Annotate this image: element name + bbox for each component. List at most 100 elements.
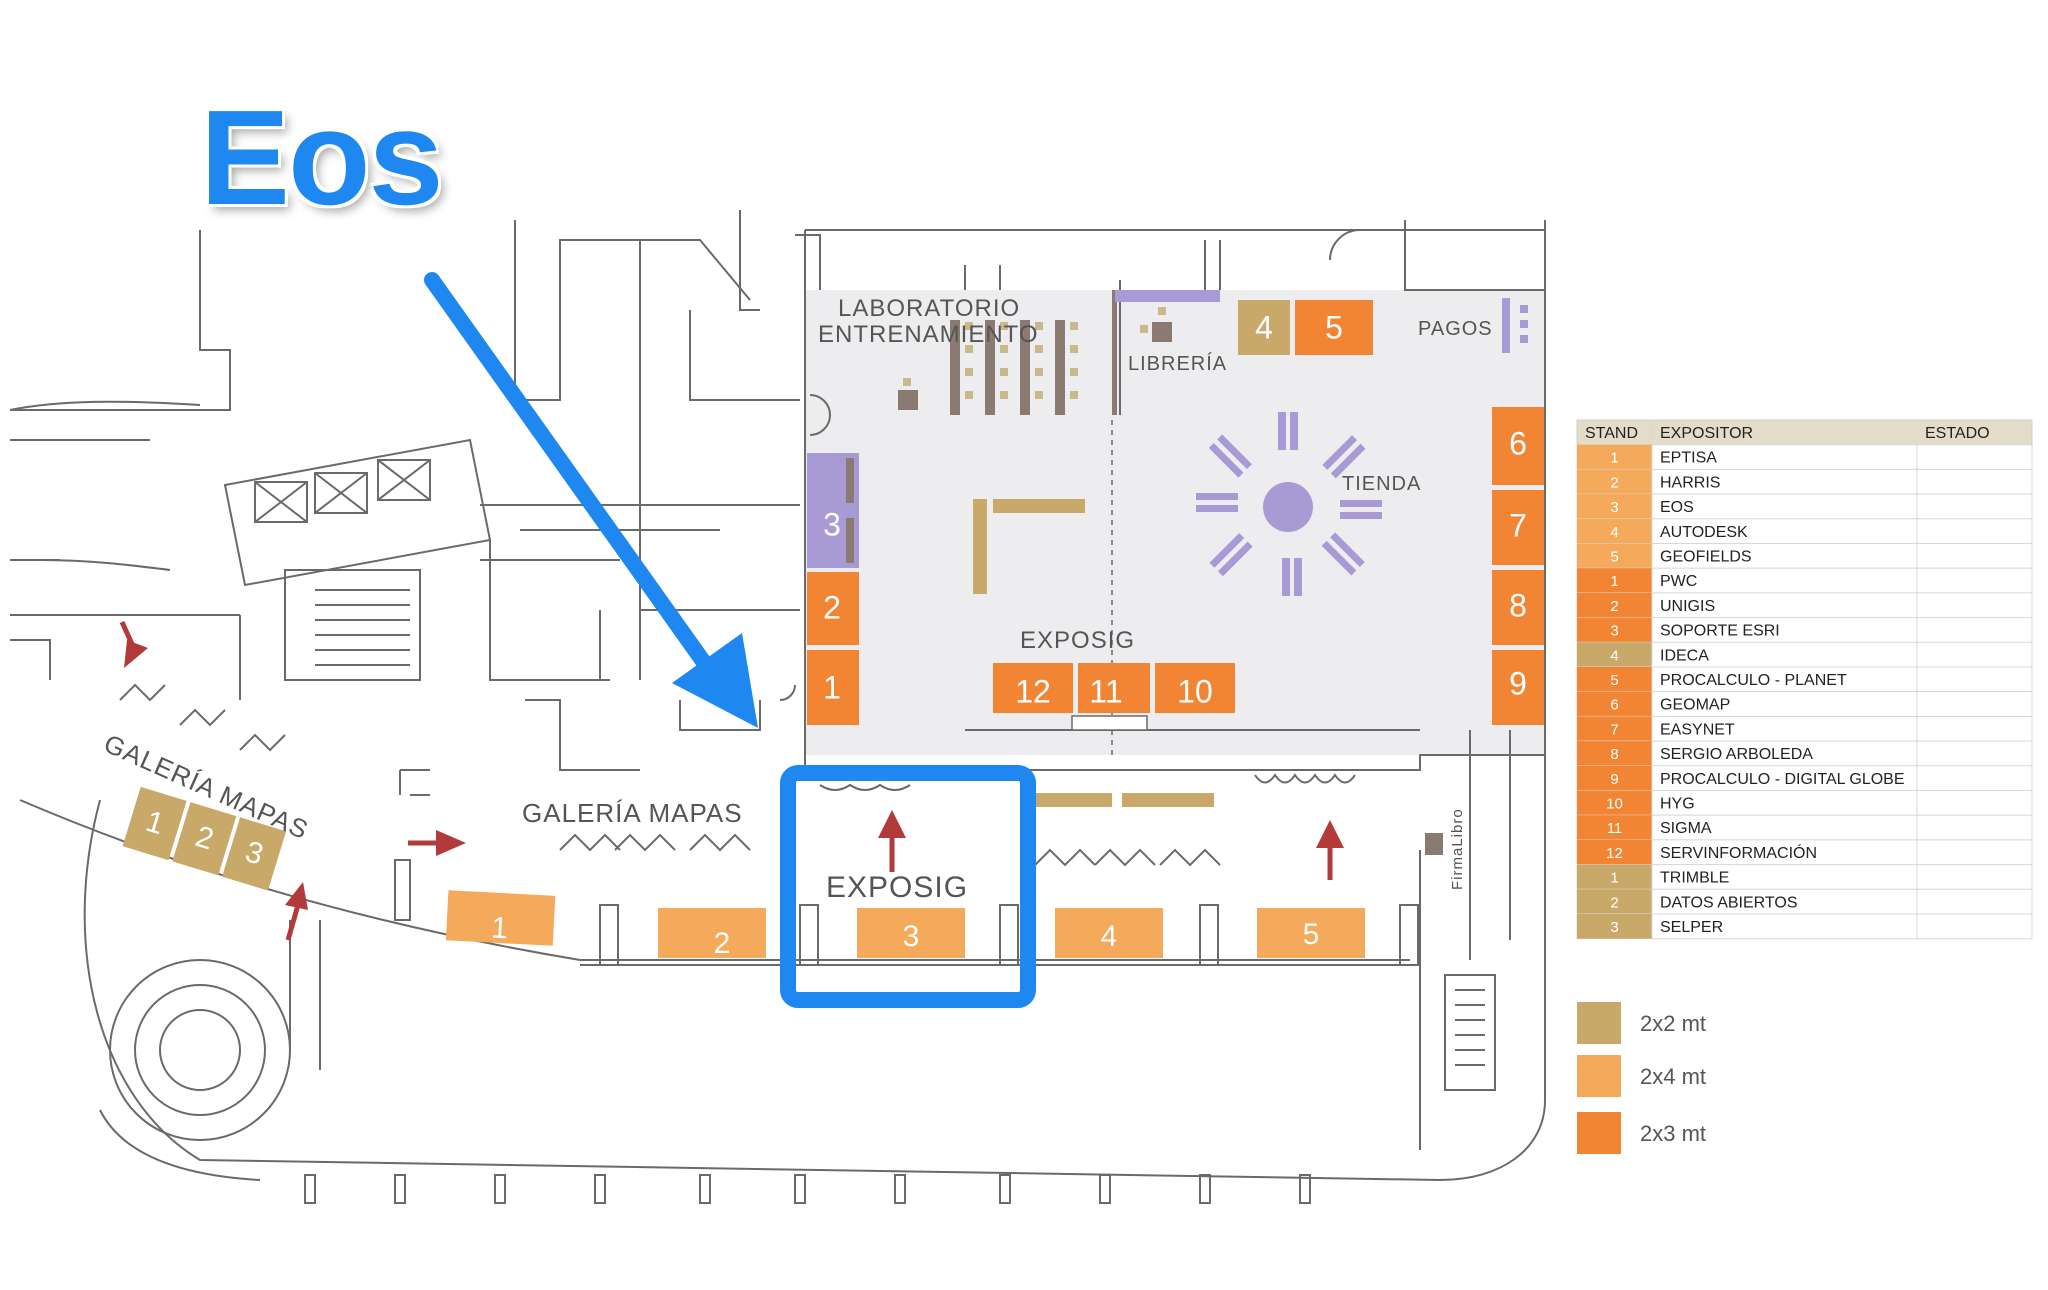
table-row[interactable]: 4 AUTODESK <box>1576 518 2033 544</box>
table-header-row <box>1576 419 2033 446</box>
gallery-curved-stands: 1 2 3 <box>122 786 287 891</box>
stand-hall-7[interactable] <box>1492 490 1544 565</box>
expositor-name-cell: TRIMBLE <box>1660 870 1729 887</box>
stand-hall-9[interactable] <box>1492 650 1544 725</box>
stand-hall-12-number: 12 <box>1015 673 1051 709</box>
table-row[interactable]: 2 UNIGIS <box>1576 592 2033 619</box>
stand-hall-10[interactable] <box>1155 663 1235 713</box>
hall-top-stands: 4 5 <box>1238 300 1373 355</box>
stand-hall-1-number: 1 <box>823 669 841 705</box>
stand-gallery-5-number: 5 <box>1303 918 1320 951</box>
stand-curved-1[interactable] <box>122 786 187 861</box>
stand-hall-12[interactable] <box>993 663 1073 713</box>
stand-curved-2[interactable] <box>172 802 237 876</box>
label-galeria-mapas: GALERÍA MAPAS <box>522 798 743 828</box>
stand-number-cell: 2 <box>1610 598 1618 615</box>
stand-hall-5[interactable] <box>1295 300 1373 355</box>
table-header-cell: STAND <box>1585 425 1638 442</box>
expositor-name-cell: GEOFIELDS <box>1660 549 1752 566</box>
legend-item: 2x3 mt <box>1577 1112 1706 1154</box>
stand-color-cell <box>1577 667 1652 692</box>
pagos-counter <box>1502 298 1528 353</box>
stand-hall-1[interactable] <box>807 650 859 725</box>
legend-label: 2x2 mt <box>1640 1011 1706 1036</box>
stand-hall-4-number: 4 <box>1255 309 1273 345</box>
legend-swatch <box>1577 1002 1621 1044</box>
stand-color-cell <box>1577 642 1652 667</box>
expositor-name-cell: AUTODESK <box>1660 524 1748 541</box>
table-row[interactable]: 8 SERGIO ARBOLEDA <box>1576 740 2033 767</box>
stand-color-cell <box>1577 617 1652 643</box>
label-tienda: TIENDA <box>1342 473 1421 495</box>
stand-number-cell: 8 <box>1610 746 1618 763</box>
stand-number-cell: 6 <box>1610 697 1618 714</box>
expositor-name-cell: EOS <box>1660 499 1694 516</box>
hall-right-stands: 6 7 8 9 <box>1492 407 1544 725</box>
expositor-name-cell: SERGIO ARBOLEDA <box>1660 746 1813 763</box>
hall-center-stands: 12 11 10 <box>993 663 1235 713</box>
table-row[interactable]: 3 EOS <box>1576 493 2033 520</box>
stand-hall-6-number: 6 <box>1509 425 1527 461</box>
stand-gallery-5[interactable] <box>1257 908 1365 958</box>
stand-hall-3-number: 3 <box>823 506 841 542</box>
legend-swatch <box>1577 1055 1621 1097</box>
stand-size-legend: 2x2 mt 2x4 mt 2x3 mt <box>1577 1002 1706 1154</box>
expositor-name-cell: HYG <box>1660 796 1695 813</box>
stand-gallery-4[interactable] <box>1055 908 1163 958</box>
stand-curved-3[interactable] <box>222 817 287 891</box>
stand-color-cell <box>1577 839 1652 865</box>
l-shaped-counter <box>973 499 1085 594</box>
stand-gallery-3[interactable] <box>857 908 965 958</box>
label-entrenamiento: ENTRENAMIENTO <box>818 321 1039 348</box>
expositor-name-cell: EASYNET <box>1660 721 1735 738</box>
stand-color-cell <box>1577 691 1652 717</box>
stand-number-cell: 3 <box>1610 623 1618 640</box>
expositor-name-cell: PWC <box>1660 573 1697 590</box>
table-row[interactable]: 7 EASYNET <box>1576 715 2033 742</box>
label-firma-libro: FirmaLibro <box>1449 808 1466 890</box>
hall-left-stands: 3 2 1 <box>807 453 859 725</box>
expositor-name-cell: SOPORTE ESRI <box>1660 623 1780 640</box>
arrow-down-icon <box>119 620 148 668</box>
stand-hall-4[interactable] <box>1238 300 1290 355</box>
expositor-name-cell: UNIGIS <box>1660 598 1715 615</box>
building-walls <box>9 210 1546 1204</box>
expositor-name-cell: PROCALCULO - PLANET <box>1660 672 1847 689</box>
lab-desks <box>898 290 1117 415</box>
stand-number-cell: 3 <box>1610 499 1618 516</box>
stand-color-cell <box>1577 815 1652 840</box>
table-header-cell: EXPOSITOR <box>1660 425 1753 442</box>
stand-color-cell <box>1577 914 1652 939</box>
label-exposig-hall: EXPOSIG <box>1020 627 1135 654</box>
stand-hall-11[interactable] <box>1078 663 1150 713</box>
stand-number-cell: 9 <box>1610 771 1618 788</box>
stand-gallery-2[interactable] <box>658 908 766 958</box>
legend-label: 2x4 mt <box>1640 1064 1706 1089</box>
stand-number-cell: 4 <box>1610 524 1618 541</box>
stand-hall-2[interactable] <box>807 572 859 645</box>
stand-number-cell: 2 <box>1610 474 1618 491</box>
table-row[interactable]: 3 SOPORTE ESRI <box>1576 617 2033 643</box>
stand-hall-6[interactable] <box>1492 407 1544 485</box>
highlight-box-eos-stand[interactable] <box>780 765 1036 1008</box>
stand-color-cell <box>1577 741 1652 766</box>
stand-gallery-1[interactable] <box>445 890 556 946</box>
stand-number-cell: 7 <box>1610 721 1618 738</box>
stand-number-cell: 11 <box>1607 820 1623 837</box>
stand-hall-8[interactable] <box>1492 570 1544 645</box>
